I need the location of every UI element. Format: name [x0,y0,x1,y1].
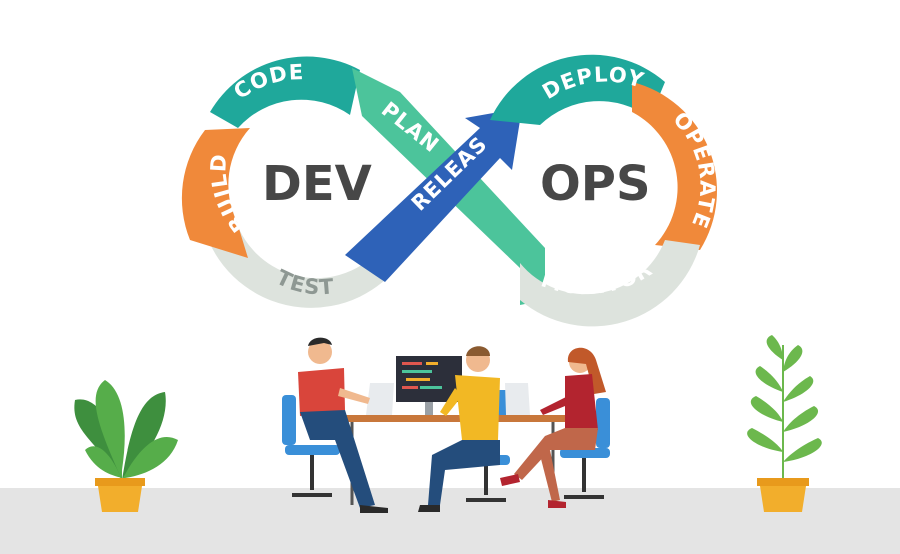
infinity-loop: BUILD CODE PLAN RELEASE DEPLOY OPERATE M… [0,0,718,327]
segment-release [345,108,522,282]
segment-test [200,205,385,308]
floor [0,488,900,554]
segment-deploy [490,54,665,126]
segment-code [210,56,360,128]
segment-monitor [520,240,700,327]
team-illustration [282,337,610,513]
segment-build [181,128,250,258]
center-label-ops: OPS [540,156,651,212]
plant-left [74,380,178,512]
plant-right [747,335,822,512]
segment-operate [632,82,717,250]
center-label-dev: DEV [262,156,372,212]
